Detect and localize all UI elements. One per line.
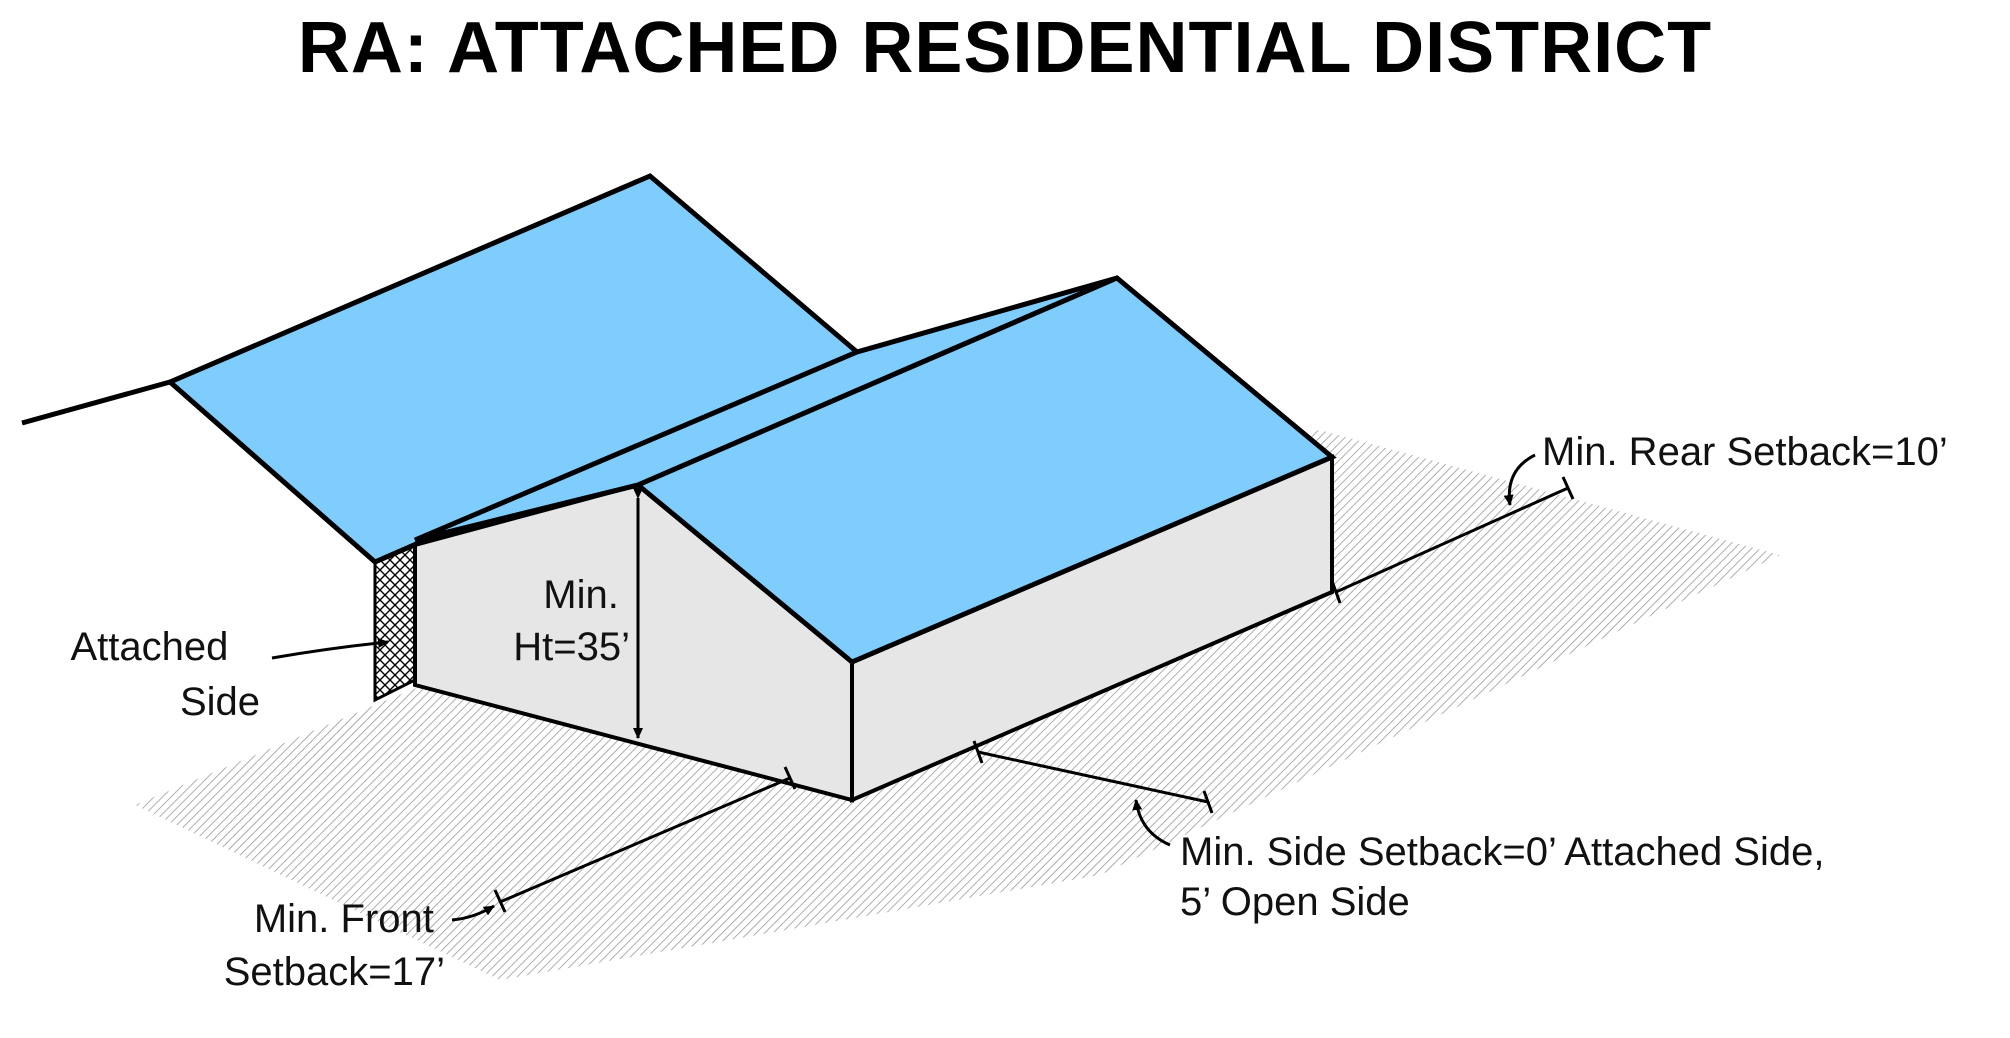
diagram-title: RA: ATTACHED RESIDENTIAL DISTRICT <box>297 8 1713 88</box>
side-setback-label-line2: 5’ Open Side <box>1180 880 1410 924</box>
rear-setback-line <box>1335 486 1569 594</box>
side-setback-tick-b <box>1202 790 1214 814</box>
front-setback-leader-arrow <box>451 904 495 922</box>
side-setback-label: Min. Side Setback=0’ Attached Side, 5’ O… <box>1180 830 1836 924</box>
rear-setback-label: Min. Rear Setback=10’ <box>1542 430 1948 474</box>
min-height-label-line1: Min. <box>543 573 619 617</box>
side-setback-label-line1: Min. Side Setback=0’ Attached Side, <box>1180 830 1824 874</box>
min-height-label: Min. Ht=35’ <box>513 573 630 669</box>
attached-side-leader-arrow <box>271 638 389 660</box>
attached-side-label-line2: Side <box>180 680 260 724</box>
front-setback-tick-b <box>783 766 797 790</box>
attached-side-wall <box>373 537 417 703</box>
rear-setback-tick-a <box>1330 580 1342 604</box>
min-height-label-line2: Ht=35’ <box>513 625 630 669</box>
neighbor-roof-eave-line <box>21 379 171 426</box>
side-setback-tick-a <box>972 740 984 764</box>
front-setback-label: Min. Front Setback=17’ <box>224 897 445 994</box>
front-setback-label-line2: Setback=17’ <box>224 950 445 994</box>
rear-setback-leader-arrow <box>1503 453 1536 506</box>
front-setback-tick-a <box>493 889 507 913</box>
side-setback-leader-arrow <box>1132 799 1171 847</box>
rear-setback-tick-b <box>1561 476 1575 500</box>
front-setback-label-line1: Min. Front <box>254 897 434 941</box>
attached-side-label-line1: Attached <box>70 625 228 669</box>
front-setback-line <box>499 776 791 904</box>
main-roof-front-slope <box>633 275 1337 665</box>
side-setback-line <box>977 750 1209 804</box>
attached-side-label: Attached Side <box>70 625 260 724</box>
